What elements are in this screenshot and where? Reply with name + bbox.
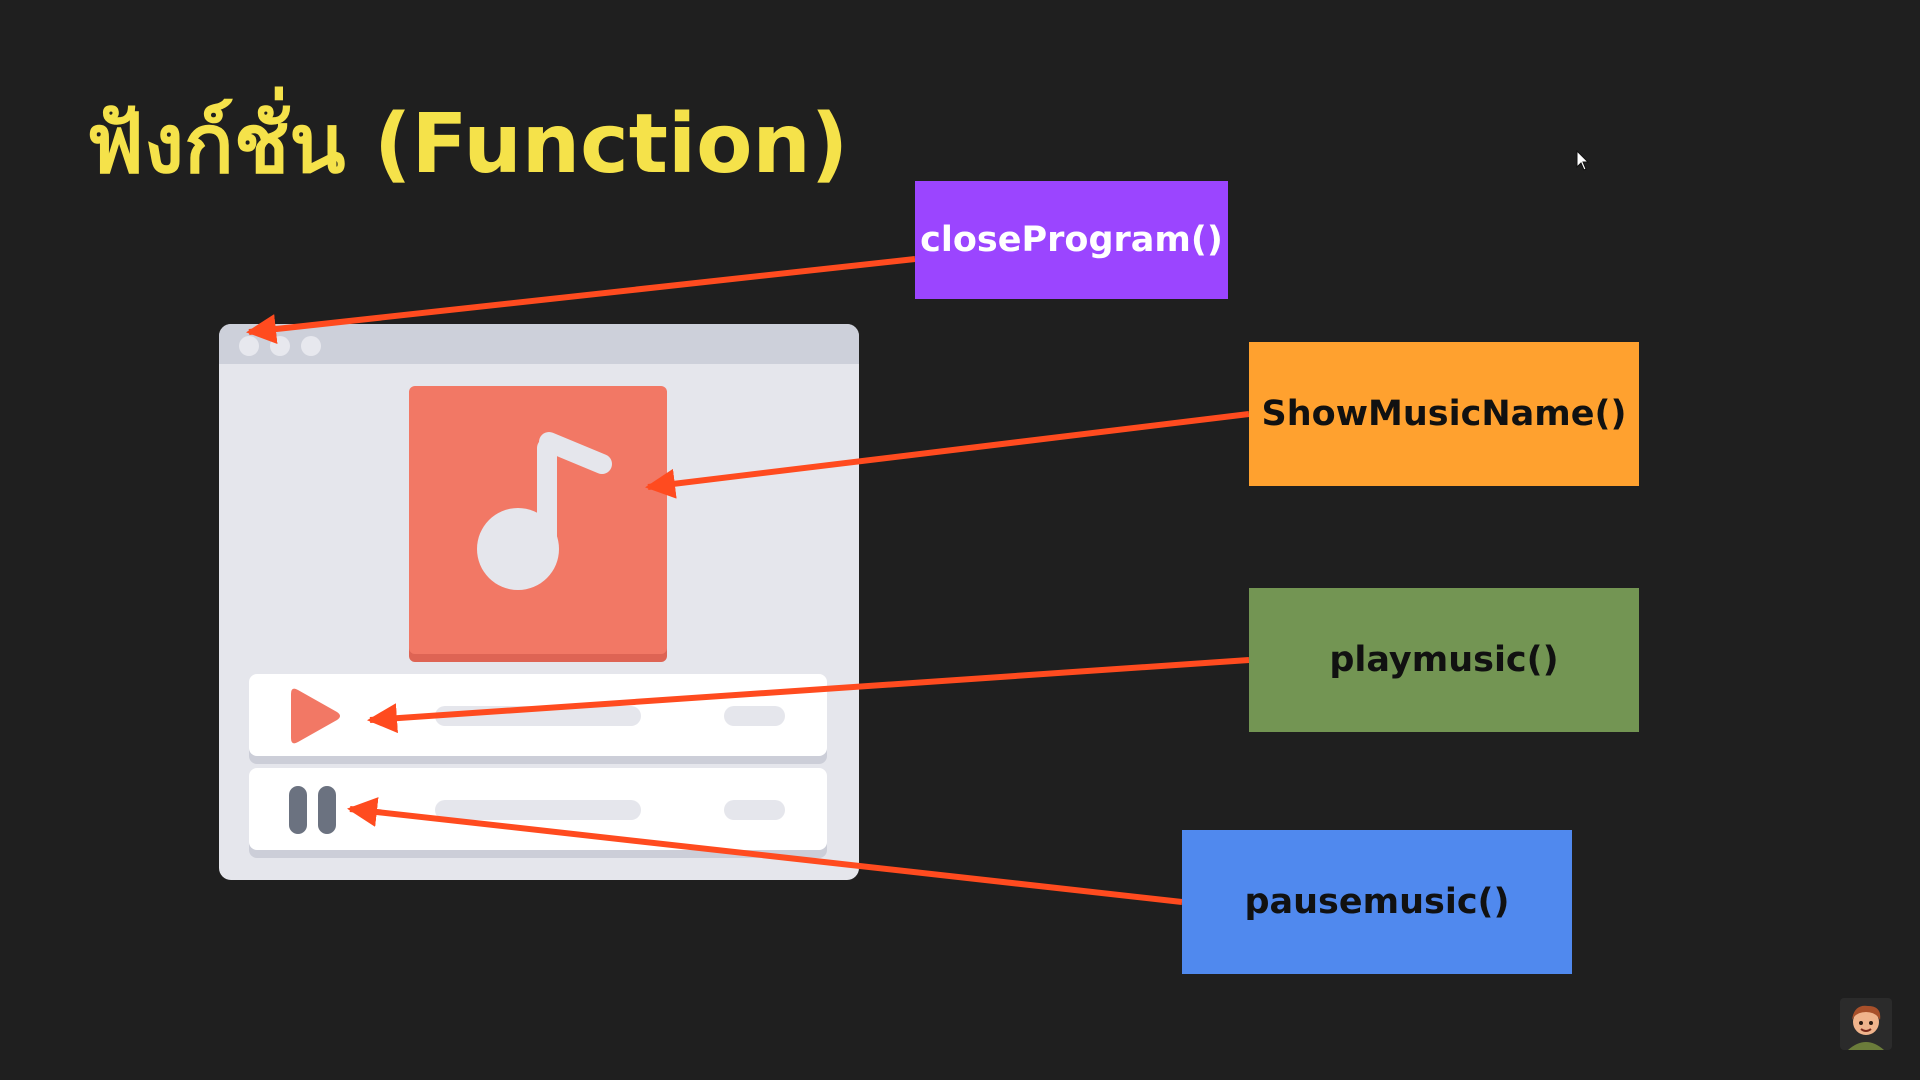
play-row — [249, 674, 827, 756]
avatar — [1840, 998, 1892, 1050]
progress-track — [435, 800, 641, 820]
window-button-minimize[interactable] — [270, 336, 290, 356]
pause-row — [249, 768, 827, 850]
mouse-cursor-icon — [1576, 150, 1590, 171]
window-button-close[interactable] — [239, 336, 259, 356]
play-icon[interactable] — [287, 686, 347, 746]
function-box-pausemusic: pausemusic() — [1182, 830, 1572, 974]
time-placeholder — [724, 706, 785, 726]
function-label-closeprogram: closeProgram() — [920, 220, 1223, 260]
function-label-pausemusic: pausemusic() — [1244, 882, 1510, 922]
pause-icon[interactable] — [287, 780, 347, 840]
window-button-maximize[interactable] — [301, 336, 321, 356]
function-label-playmusic: playmusic() — [1329, 640, 1559, 680]
album-art — [409, 386, 667, 654]
function-box-closeprogram: closeProgram() — [915, 181, 1228, 299]
time-placeholder — [724, 800, 785, 820]
function-box-playmusic: playmusic() — [1249, 588, 1639, 732]
slide-title: ฟังก์ชั่น (Function) — [86, 97, 849, 192]
window-titlebar — [219, 324, 859, 364]
music-note-icon — [477, 432, 612, 590]
music-player-window — [219, 324, 859, 880]
function-box-showmusicname: ShowMusicName() — [1249, 342, 1639, 486]
progress-track — [435, 706, 641, 726]
function-label-showmusicname: ShowMusicName() — [1261, 394, 1627, 434]
arrow-close — [246, 256, 916, 344]
